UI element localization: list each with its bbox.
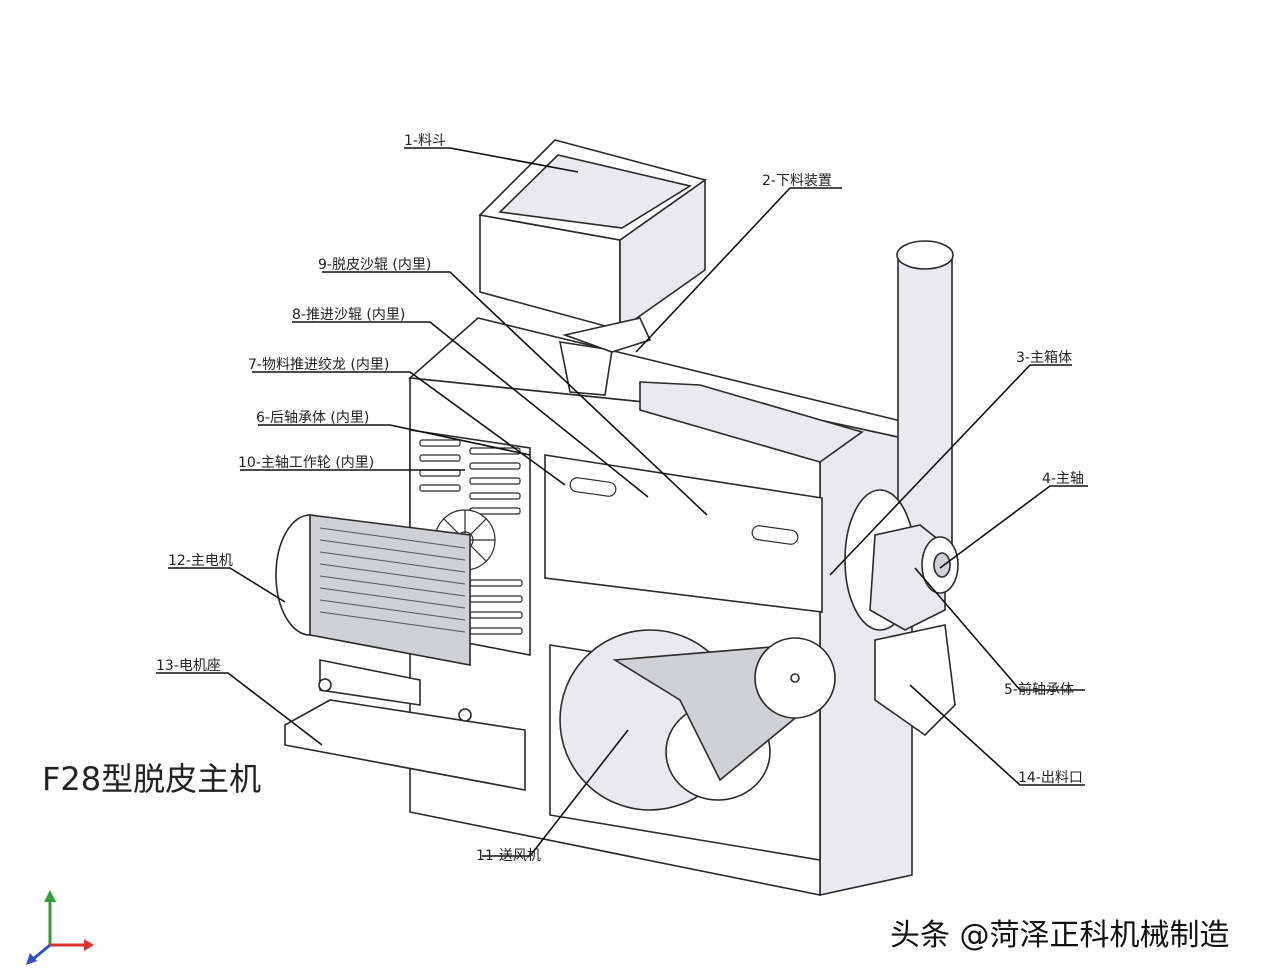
leader-motor (168, 567, 286, 603)
hopper-neck (558, 341, 613, 396)
door-handle-left (569, 477, 617, 497)
label-hopper: 1-料斗 (404, 133, 446, 149)
label-peel-roller: 9-脱皮沙辊 (内里) (318, 257, 431, 273)
axis-triad-icon (26, 890, 94, 965)
leader-hopper (404, 147, 579, 173)
diagram-title: F28型脱皮主机 (42, 760, 261, 798)
leader-blower (482, 729, 629, 857)
label-main-box: 3-主箱体 (1016, 350, 1072, 366)
pulley-hub (790, 673, 800, 683)
leader-push-roller (292, 321, 649, 498)
door-handle-right (751, 525, 799, 545)
vent-slots-upper (419, 439, 521, 515)
leader-lines (156, 147, 1088, 857)
leader-main-shaft (939, 485, 1088, 569)
leader-feeder (635, 187, 842, 353)
label-motor: 12-主电机 (168, 553, 233, 569)
label-feeder: 2-下料装置 (762, 173, 832, 189)
watermark: 头条 @菏泽正科机械制造 (890, 918, 1230, 953)
leader-motor-base (156, 672, 323, 746)
label-outlet: 14-出料口 (1018, 770, 1083, 786)
motor-fins (319, 527, 466, 633)
chimney-top (896, 240, 954, 270)
top-cover-plate (639, 381, 864, 463)
label-main-shaft: 4-主轴 (1042, 471, 1084, 487)
leader-front-bearing (914, 567, 1085, 691)
bolt-1 (318, 678, 332, 692)
label-blower: 11-送风机 (476, 848, 541, 864)
label-push-roller: 8-推进沙辊 (内里) (292, 307, 405, 323)
leader-peel-roller (322, 271, 708, 516)
hopper-inner (498, 154, 693, 229)
label-work-wheel: 10-主轴工作轮 (内里) (238, 455, 374, 471)
part-labels: 1-料斗 2-下料装置 3-主箱体 4-主轴 5-前轴承体 6-后轴承体 (内里… (156, 133, 1084, 864)
leader-screw-conveyor (252, 371, 566, 486)
leader-main-box (829, 364, 1072, 576)
main-shaft-core (933, 552, 951, 578)
motor-mount (319, 659, 421, 706)
label-rear-bearing: 6-后轴承体 (内里) (256, 410, 369, 426)
feeder-chute (562, 317, 652, 353)
machine-drawing (275, 139, 959, 896)
label-front-bearing: 5-前轴承体 (1004, 681, 1074, 698)
bolt-2 (458, 708, 472, 722)
leader-rear-bearing (258, 424, 531, 456)
label-motor-base: 13-电机座 (156, 658, 221, 674)
motor-base-plate (284, 699, 526, 791)
label-screw-conveyor: 7-物料推进绞龙 (内里) (248, 356, 389, 373)
leader-outlet (909, 684, 1085, 786)
